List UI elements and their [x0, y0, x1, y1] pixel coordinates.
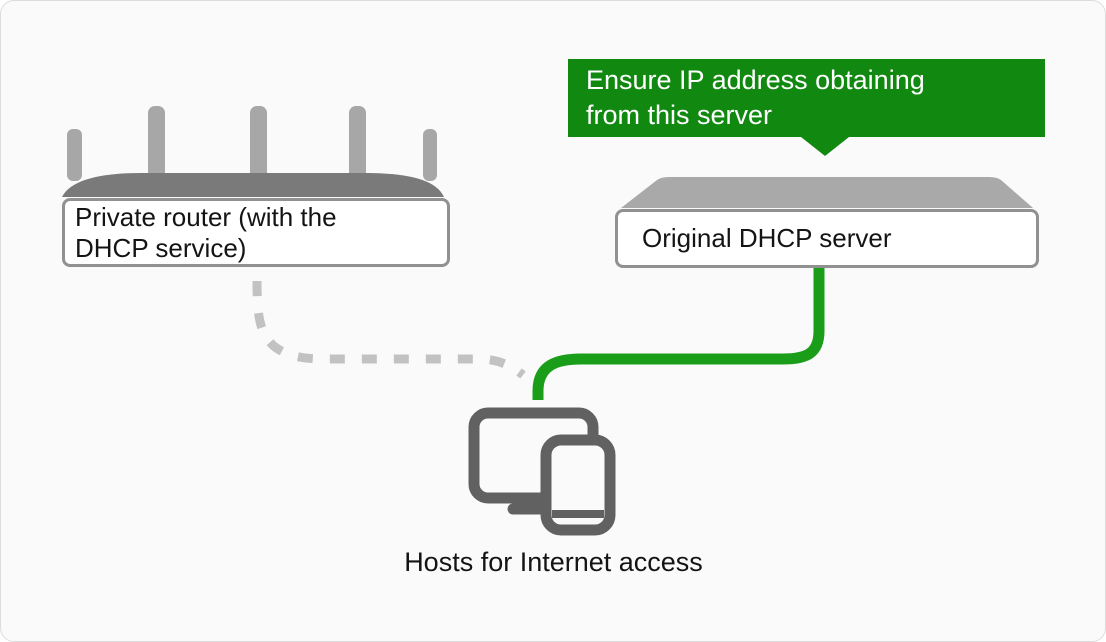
callout-text-line2: from this server: [586, 100, 773, 130]
router-antenna-2: [148, 106, 165, 181]
wireless-router-icon: [62, 106, 444, 197]
router-antenna-3: [250, 106, 267, 181]
router-antenna-4: [349, 106, 366, 181]
link-server-to-hosts: [532, 265, 825, 400]
phone-icon: [540, 434, 616, 536]
router-label-line1: Private router (with the: [75, 202, 337, 232]
server-body: [621, 177, 1033, 208]
callout-bubble: Ensure IP address obtaining from this se…: [568, 59, 1045, 156]
server-label-box: Original DHCP server: [615, 209, 1039, 268]
router-antenna-1: [67, 129, 82, 181]
router-antenna-5: [423, 129, 437, 181]
router-label-line2: DHCP service): [75, 233, 247, 263]
dashed-link-router-to-hosts: [252, 280, 526, 379]
router-label-box: Private router (with the DHCP service): [62, 198, 450, 267]
callout-text-line1: Ensure IP address obtaining: [586, 65, 925, 95]
callout-tail: [801, 137, 849, 156]
server-appliance-icon: [621, 177, 1033, 208]
server-label-text: Original DHCP server: [642, 223, 892, 253]
monitor-and-phone-icon: [468, 407, 616, 536]
hosts-caption: Hosts for Internet access: [404, 547, 703, 577]
router-body: [62, 173, 444, 197]
